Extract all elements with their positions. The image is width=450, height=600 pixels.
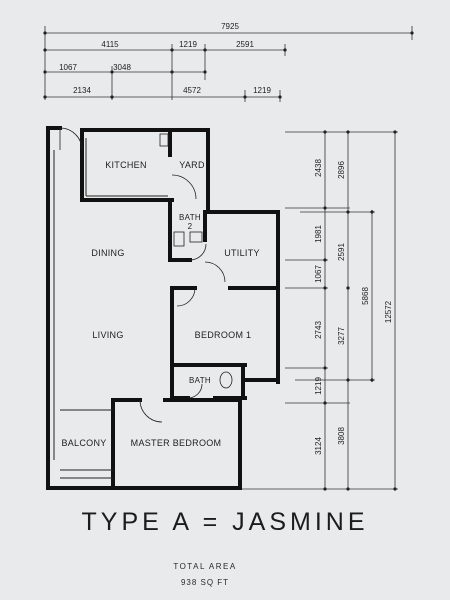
window-lines bbox=[53, 138, 168, 479]
room-bedroom1: BEDROOM 1 bbox=[195, 330, 252, 340]
dim-right-c1-d: 2743 bbox=[314, 321, 323, 339]
dim-right-c3-a: 5868 bbox=[361, 287, 370, 305]
dim-top-row3-b: 3048 bbox=[113, 63, 131, 72]
plan-title: TYPE A = JASMINE bbox=[81, 508, 369, 536]
walls bbox=[46, 126, 280, 490]
room-bath2-number: 2 bbox=[188, 222, 193, 231]
dim-top-row2-b: 1219 bbox=[179, 40, 197, 49]
dim-right-c1-c: 1067 bbox=[314, 265, 323, 283]
total-area-label: TOTAL AREA bbox=[173, 562, 237, 571]
right-dimension-lines bbox=[240, 131, 398, 490]
dim-overall-width: 7925 bbox=[221, 22, 239, 31]
fixtures bbox=[159, 133, 233, 389]
room-master-bedroom: MASTER BEDROOM bbox=[131, 438, 222, 448]
room-living: LIVING bbox=[92, 330, 123, 340]
right-dimension-ticks bbox=[323, 130, 397, 491]
dim-top-row4-a: 2134 bbox=[73, 86, 91, 95]
dim-right-c2-a: 2896 bbox=[337, 161, 346, 179]
dim-right-c1-f: 3124 bbox=[314, 437, 323, 455]
dim-right-c1-e: 1219 bbox=[314, 377, 323, 395]
room-dining: DINING bbox=[91, 248, 124, 258]
room-balcony: BALCONY bbox=[61, 438, 106, 448]
dim-right-c2-c: 3277 bbox=[337, 327, 346, 345]
top-dimension-ticks bbox=[43, 31, 414, 99]
dim-right-c4-a: 12572 bbox=[384, 300, 393, 323]
dim-right-c2-b: 2591 bbox=[337, 243, 346, 261]
dim-top-row3-a: 1067 bbox=[59, 63, 77, 72]
dim-right-c1-b: 1981 bbox=[314, 225, 323, 243]
room-bath: BATH bbox=[189, 376, 211, 385]
door-swings bbox=[59, 127, 226, 423]
dim-top-row2-a: 4115 bbox=[101, 40, 119, 49]
dim-top-row2-c: 2591 bbox=[236, 40, 254, 49]
dim-top-row4-b: 4572 bbox=[183, 86, 201, 95]
dim-top-row4-c: 1219 bbox=[253, 86, 271, 95]
dim-right-c1-a: 2438 bbox=[314, 159, 323, 177]
dim-right-c2-d: 3808 bbox=[337, 427, 346, 445]
room-yard: YARD bbox=[179, 160, 205, 170]
room-bath2: BATH bbox=[179, 213, 201, 222]
room-utility: UTILITY bbox=[224, 248, 260, 258]
total-area-value: 938 SQ FT bbox=[180, 578, 230, 587]
room-kitchen: KITCHEN bbox=[105, 160, 147, 170]
